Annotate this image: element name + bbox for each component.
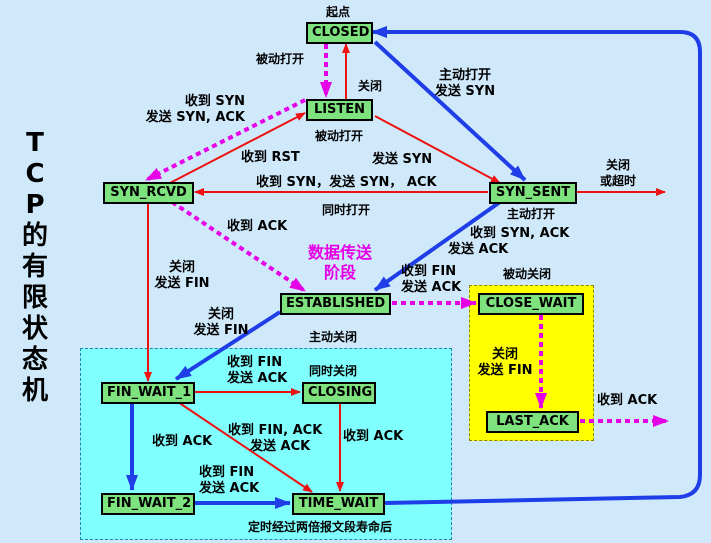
label-passive-open-2: 被动打开 — [315, 129, 364, 143]
label-data-phase: 数据传送 阶段 — [307, 243, 372, 282]
label-recv-syn-send-synack: 收到 SYN 发送 SYN, ACK — [145, 94, 245, 125]
state-time-wait: TIME_WAIT — [292, 493, 385, 515]
label-passive-open: 被动打开 — [256, 52, 305, 66]
label-close-send-fin-rcvd: 关闭 发送 FIN — [154, 260, 210, 291]
label-recv-rst: 收到 RST — [241, 150, 300, 165]
arrow-timewait-to-closed — [371, 26, 702, 505]
arrow-synsent-to-established — [373, 200, 502, 292]
label-fw2-recv-fin-send-ack: 收到 FIN 发送 ACK — [199, 465, 260, 496]
label-simul-syn: 收到 SYN，发送 SYN， ACK — [256, 175, 437, 190]
title-char: 机 — [22, 376, 49, 406]
title-char: 限 — [22, 283, 49, 313]
label-closing-recv-ack: 收到 ACK — [343, 429, 404, 444]
label-send-syn: 发送 SYN — [372, 152, 433, 167]
label-fw1-recv-fin-send-ack: 收到 FIN 发送 ACK — [227, 355, 288, 386]
label-close-listen: 关闭 — [358, 79, 383, 93]
state-fin-wait-1: FIN_WAIT_1 — [101, 382, 195, 404]
title-char: P — [25, 190, 45, 220]
state-established: ESTABLISHED — [280, 293, 391, 315]
label-close-send-fin-cw: 关闭 发送 FIN — [477, 347, 533, 378]
label-close-or-timeout: 关闭 或超时 — [599, 158, 636, 188]
fsm-title: T C P 的 有 限 状 态 机 — [22, 128, 48, 407]
state-syn-rcvd: SYN_RCVD — [103, 182, 194, 204]
arrow-synrcvd-to-listen — [169, 112, 306, 184]
arrow-closed-to-synsent — [373, 40, 527, 182]
label-active-open-send-syn: 主动打开 发送 SYN — [434, 68, 496, 99]
label-fw1-recv-finack-send-ack: 收到 FIN, ACK 发送 ACK — [228, 423, 323, 454]
label-passive-close: 被动关闭 — [503, 267, 552, 281]
label-active-open-2: 主动打开 — [507, 207, 556, 221]
arrow-established-to-finwait1 — [174, 310, 282, 381]
label-timeout-2msl: 定时经过两倍报文段寿命后 — [248, 520, 393, 534]
arrow-listen-to-synsent — [374, 115, 501, 184]
label-active-close: 主动关闭 — [309, 330, 358, 344]
label-recv-ack-last: 收到 ACK — [597, 393, 658, 408]
state-close-wait: CLOSE_WAIT — [478, 293, 584, 315]
title-char: 态 — [22, 345, 49, 375]
state-fin-wait-2: FIN_WAIT_2 — [101, 493, 195, 515]
label-fw1-recv-ack: 收到 ACK — [152, 434, 213, 449]
title-char: C — [25, 159, 45, 189]
label-close-send-fin-est: 关闭 发送 FIN — [193, 307, 249, 338]
title-char: 有 — [22, 252, 49, 282]
label-simul-close: 同时关闭 — [309, 364, 358, 378]
arrow-listen-to-synrcvd — [145, 98, 306, 182]
state-closing: CLOSING — [302, 382, 376, 404]
label-start: 起点 — [326, 5, 351, 19]
label-recv-synack-send-ack: 收到 SYN, ACK 发送 ACK — [448, 226, 570, 257]
state-closed: CLOSED — [306, 22, 373, 44]
label-simul-open: 同时打开 — [322, 203, 371, 217]
arrow-finwait1-to-timewait — [177, 401, 313, 493]
label-recv-ack: 收到 ACK — [227, 219, 288, 234]
state-syn-sent: SYN_SENT — [489, 182, 577, 204]
title-char: T — [26, 128, 44, 158]
state-listen: LISTEN — [306, 99, 373, 121]
state-last-ack: LAST_ACK — [486, 411, 579, 433]
label-recv-fin-send-ack: 收到 FIN 发送 ACK — [401, 264, 462, 295]
title-char: 状 — [22, 314, 49, 344]
title-char: 的 — [22, 221, 49, 251]
